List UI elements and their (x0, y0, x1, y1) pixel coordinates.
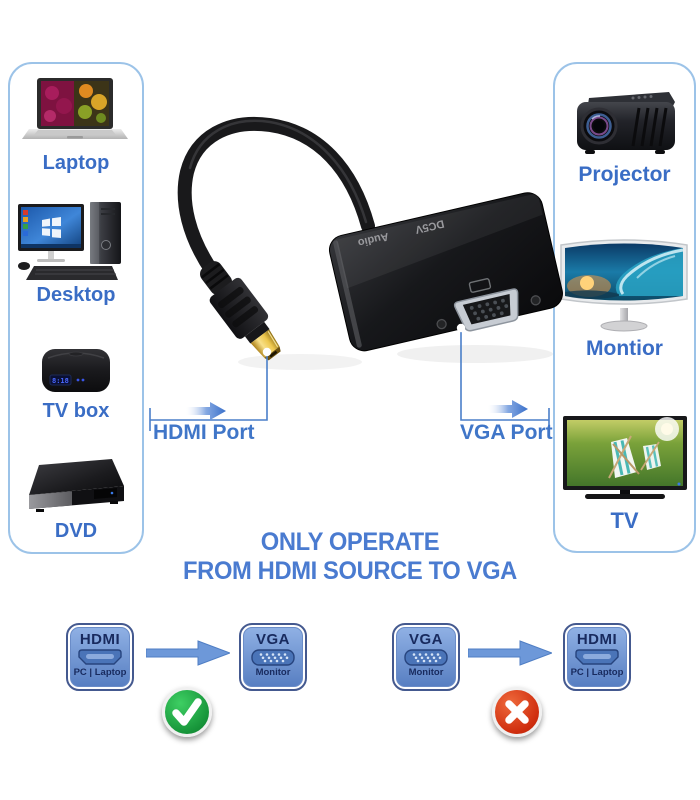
vga-connector-icon (404, 649, 448, 666)
hdmi-symbol-icon (468, 278, 492, 293)
flow2-arrow-icon (468, 640, 552, 666)
audio-print: Audio (356, 230, 389, 249)
flow2-to-sub: PC | Laptop (570, 667, 624, 678)
callout-lines (149, 329, 550, 431)
green-check-icon (162, 687, 212, 737)
red-x-icon (492, 687, 542, 737)
source-devices-panel: Laptop (8, 62, 144, 554)
vga-port-label: VGA Port (460, 421, 553, 444)
flow1-to-sub: Monitor (255, 667, 291, 678)
output-devices-panel: Projector Montior (553, 62, 696, 553)
flow2-vga-badge: VGA Monitor (392, 623, 460, 691)
flow1-vga-badge: VGA Monitor (239, 623, 307, 691)
shadow (238, 354, 362, 370)
tv-box-image: 8:18 (42, 349, 110, 392)
tv-image (563, 416, 687, 499)
dvd-label: DVD (54, 520, 98, 542)
flow2-from-title: VGA (408, 631, 443, 648)
desktop-image (18, 202, 121, 280)
hdmi-connector-icon (78, 649, 122, 665)
screw-hole (436, 318, 447, 330)
adapter-body: Audio DC5V (328, 192, 563, 352)
tv-box-label: TV box (42, 400, 110, 422)
svg-text:8:18: 8:18 (52, 377, 69, 385)
hdmi-port-label: HDMI Port (153, 421, 255, 444)
projector-image (577, 92, 675, 154)
flow1-from-title: HDMI (79, 631, 121, 648)
operation-notice: ONLY OPERATE FROM HDMI SOURCE TO VGA (18, 528, 683, 586)
flow1-from-sub: PC | Laptop (73, 667, 127, 678)
vga-connector-icon (251, 649, 295, 666)
notice-line1: ONLY OPERATE (260, 528, 440, 556)
hdmi-arrow-icon (186, 402, 226, 420)
dvd-player-image (29, 459, 124, 512)
monitor-label: Montior (586, 337, 663, 360)
vga-arrow-icon (488, 400, 528, 418)
hdmi-connector (200, 261, 281, 361)
laptop-image (22, 78, 128, 139)
shadow (397, 345, 553, 363)
vga-port (453, 288, 519, 332)
cable (177, 116, 375, 278)
laptop-label: Laptop (42, 152, 110, 174)
curved-monitor-image (560, 239, 688, 332)
flow1-to-title: VGA (255, 631, 290, 648)
notice-line2: FROM HDMI SOURCE TO VGA (183, 557, 517, 585)
tv-label: TV (610, 508, 639, 533)
dc5v-print: DC5V (413, 217, 445, 235)
flow2-to-title: HDMI (576, 631, 618, 648)
flow1-hdmi-badge: HDMI PC | Laptop (66, 623, 134, 691)
flow2-from-sub: Monitor (408, 667, 444, 678)
vga-callout-dot (456, 323, 466, 333)
desktop-label: Desktop (36, 284, 116, 306)
hdmi-callout-dot (262, 347, 272, 357)
hdmi-connector-icon (575, 649, 619, 665)
flow1-arrow-icon (146, 640, 230, 666)
screw-hole (530, 295, 541, 306)
flow2-hdmi-badge: HDMI PC | Laptop (563, 623, 631, 691)
projector-label: Projector (578, 163, 671, 186)
